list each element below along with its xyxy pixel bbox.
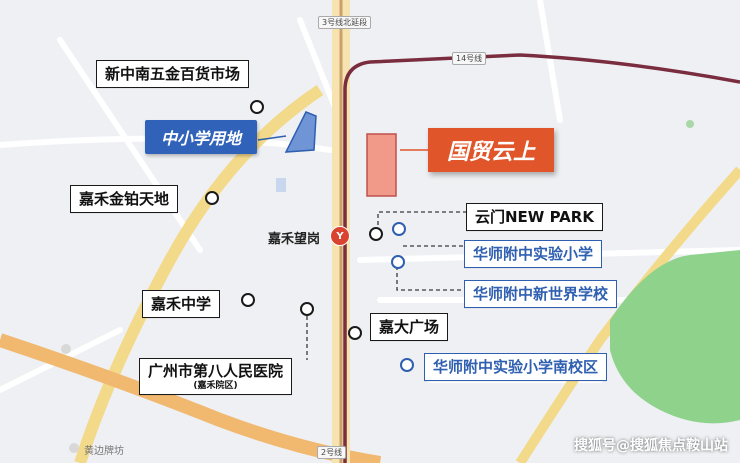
poi-circle-icon xyxy=(250,100,264,114)
station-label: 嘉禾望岗 xyxy=(268,232,321,247)
poi-circle-icon xyxy=(348,326,362,340)
road-name-label: 黄边牌坊 xyxy=(84,446,124,457)
school-land-block xyxy=(284,111,317,153)
poi-circle-icon xyxy=(205,191,219,205)
poi-market[interactable]: 新中南五金百货市场 xyxy=(96,60,250,88)
building-small xyxy=(276,178,286,192)
project-label[interactable]: 国贸云上 xyxy=(428,128,554,172)
hospital-branch: (嘉禾院区) xyxy=(193,381,238,391)
school-land-label[interactable]: 中小学用地 xyxy=(145,120,257,154)
poi-jiahe-middle[interactable]: 嘉禾中学 xyxy=(142,290,221,318)
metro-line-14 xyxy=(343,53,740,463)
poi-circle-icon xyxy=(400,358,414,372)
project-block xyxy=(366,133,397,197)
main-road-yellow xyxy=(74,85,324,463)
dashed-connectors xyxy=(306,211,466,360)
line-14-tag: 14号线 xyxy=(452,52,487,65)
poi-circle-icon xyxy=(300,302,314,316)
poi-school-newworld[interactable]: 华师附中新世界学校 xyxy=(464,280,618,308)
poi-circle-icon xyxy=(241,293,255,307)
watermark: 搜狐号@搜狐焦点鞍山站 xyxy=(574,438,728,454)
poi-school-south[interactable]: 华师附中实验小学南校区 xyxy=(424,353,608,381)
highway-right xyxy=(515,166,740,463)
hospital-name: 广州市第八人民医院 xyxy=(148,362,284,380)
poi-circle-icon xyxy=(392,222,406,236)
poi-hospital[interactable]: 广州市第八人民医院 (嘉禾院区) xyxy=(139,358,293,395)
green-area xyxy=(610,250,740,424)
poi-school-exp[interactable]: 华师附中实验小学 xyxy=(464,240,603,268)
poi-jiahe-jinbo[interactable]: 嘉禾金铂天地 xyxy=(70,185,179,213)
line-3-north-tag: 3号线北延段 xyxy=(318,16,372,29)
poi-circle-icon xyxy=(369,227,383,241)
poi-yunmen[interactable]: 云门NEW PARK xyxy=(466,203,603,231)
line-2-tag: 2号线 xyxy=(317,446,347,459)
metro-station-icon[interactable]: Y xyxy=(330,226,350,246)
poi-jiada-plaza[interactable]: 嘉大广场 xyxy=(370,313,449,341)
poi-circle-icon xyxy=(391,255,405,269)
